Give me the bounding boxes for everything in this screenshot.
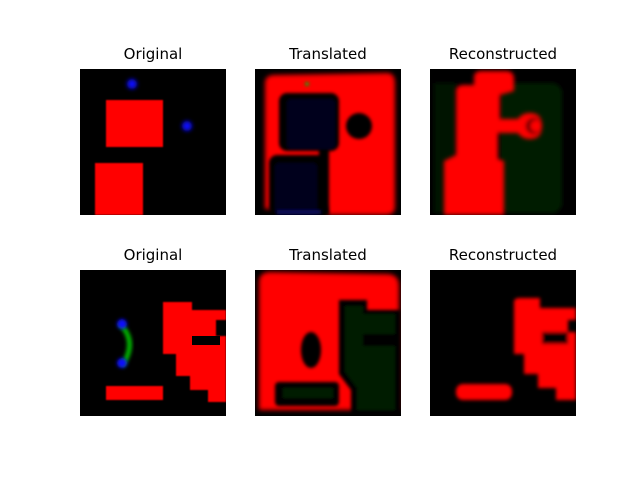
red-shape bbox=[444, 71, 542, 215]
red-square-top bbox=[106, 100, 163, 147]
dark-circle bbox=[346, 113, 372, 139]
panel-title-r1-c3: Reconstructed bbox=[448, 45, 558, 63]
original-image-2 bbox=[80, 270, 226, 416]
panel-title-r1-c1: Original bbox=[123, 45, 183, 63]
reconstructed-image-1 bbox=[430, 69, 576, 215]
red-bar bbox=[106, 386, 163, 400]
image-panel-r2-translated bbox=[255, 270, 401, 416]
red-structure bbox=[163, 302, 226, 402]
dark-ellipse bbox=[301, 332, 321, 368]
image-panel-r1-reconstructed bbox=[430, 69, 576, 215]
image-panel-r1-original bbox=[80, 69, 226, 215]
panel-title-r2-c1: Original bbox=[123, 246, 183, 264]
image-panel-r2-original bbox=[80, 270, 226, 416]
image-panel-r2-reconstructed bbox=[430, 270, 576, 416]
red-structure-reconstructed bbox=[514, 298, 576, 400]
reconstructed-image-2 bbox=[430, 270, 576, 416]
panel-title-r2-c2: Translated bbox=[289, 246, 367, 264]
original-image-1 bbox=[80, 69, 226, 215]
translated-image-1 bbox=[255, 69, 401, 215]
image-panel-r1-translated bbox=[255, 69, 401, 215]
panel-title-r1-c2: Translated bbox=[289, 45, 367, 63]
blue-dot-right bbox=[182, 121, 192, 131]
blue-dot-top bbox=[127, 79, 137, 89]
red-bar-reconstructed bbox=[456, 384, 512, 400]
panel-title-r2-c3: Reconstructed bbox=[448, 246, 558, 264]
translated-image-2 bbox=[255, 270, 401, 416]
red-square-bottom bbox=[95, 163, 143, 215]
